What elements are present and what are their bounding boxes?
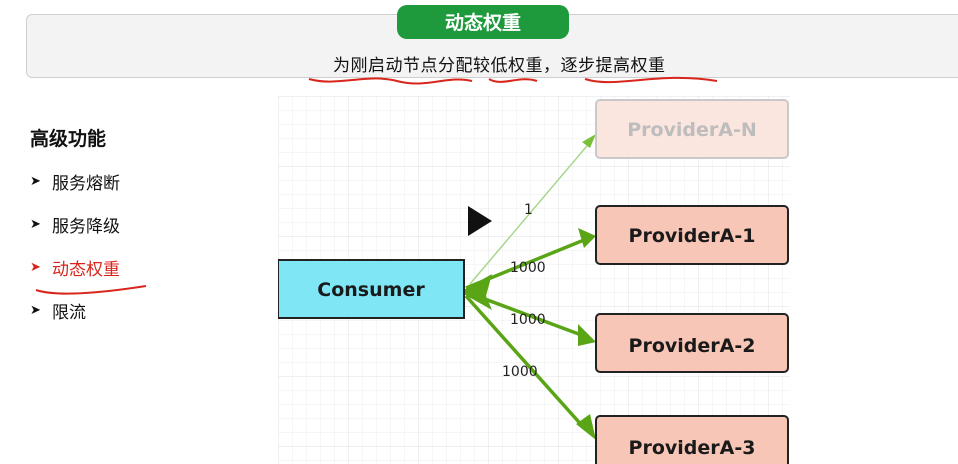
feature-item-rate-limit[interactable]: ➤ 限流 xyxy=(30,299,120,323)
provider-node-2[interactable] xyxy=(595,313,789,373)
feature-item-degradation[interactable]: ➤ 服务降级 xyxy=(30,213,120,237)
menu-arrow-icon: ➤ xyxy=(30,259,41,275)
feature-item-dynamic-weight[interactable]: ➤ 动态权重 xyxy=(30,256,120,280)
menu-arrow-icon: ➤ xyxy=(30,302,41,318)
weight-label-provider-1: 1000 xyxy=(510,260,546,276)
provider-label-3: ProviderA-3 xyxy=(629,437,756,459)
provider-node-3[interactable] xyxy=(595,415,789,464)
provider-label-n: ProviderA-N xyxy=(627,119,757,141)
feature-item-label: 服务降级 xyxy=(52,216,120,237)
feature-item-circuit-breaker[interactable]: ➤ 服务熔断 xyxy=(30,170,120,194)
feature-item-label: 限流 xyxy=(52,302,86,323)
consumer-node[interactable] xyxy=(278,259,465,319)
load-balance-diagram: 1 1000 1000 1000 Consumer ProviderA-N Pr… xyxy=(278,96,790,464)
play-icon[interactable] xyxy=(468,206,492,236)
consumer-arrowhead-cluster xyxy=(460,274,492,310)
subtitle-underline-annotation xyxy=(308,76,718,85)
menu-arrow-icon: ➤ xyxy=(30,216,41,232)
feature-list: ➤ 服务熔断 ➤ 服务降级 ➤ 动态权重 ➤ 限流 xyxy=(30,170,120,342)
weight-label-provider-2: 1000 xyxy=(510,312,546,328)
menu-arrow-icon: ➤ xyxy=(30,173,41,189)
header-banner: 动态权重 为刚启动节点分配较低权重，逐步提高权重 xyxy=(26,5,958,85)
weight-label-provider-n: 1 xyxy=(524,202,533,218)
page-title: 动态权重 xyxy=(397,5,569,39)
consumer-label: Consumer xyxy=(317,279,425,301)
provider-node-n[interactable] xyxy=(595,99,789,159)
page-subtitle: 为刚启动节点分配较低权重，逐步提高权重 xyxy=(333,56,666,76)
connector-provider-3 xyxy=(464,294,596,440)
weight-label-provider-3: 1000 xyxy=(502,364,538,380)
connector-provider-n xyxy=(469,134,596,285)
active-item-underline-annotation xyxy=(35,285,147,295)
feature-item-label: 服务熔断 xyxy=(52,173,120,194)
provider-label-1: ProviderA-1 xyxy=(629,225,756,247)
provider-node-1[interactable] xyxy=(595,205,789,265)
provider-label-2: ProviderA-2 xyxy=(629,335,756,357)
feature-item-label: 动态权重 xyxy=(52,259,120,280)
sidebar-heading: 高级功能 xyxy=(30,128,107,150)
